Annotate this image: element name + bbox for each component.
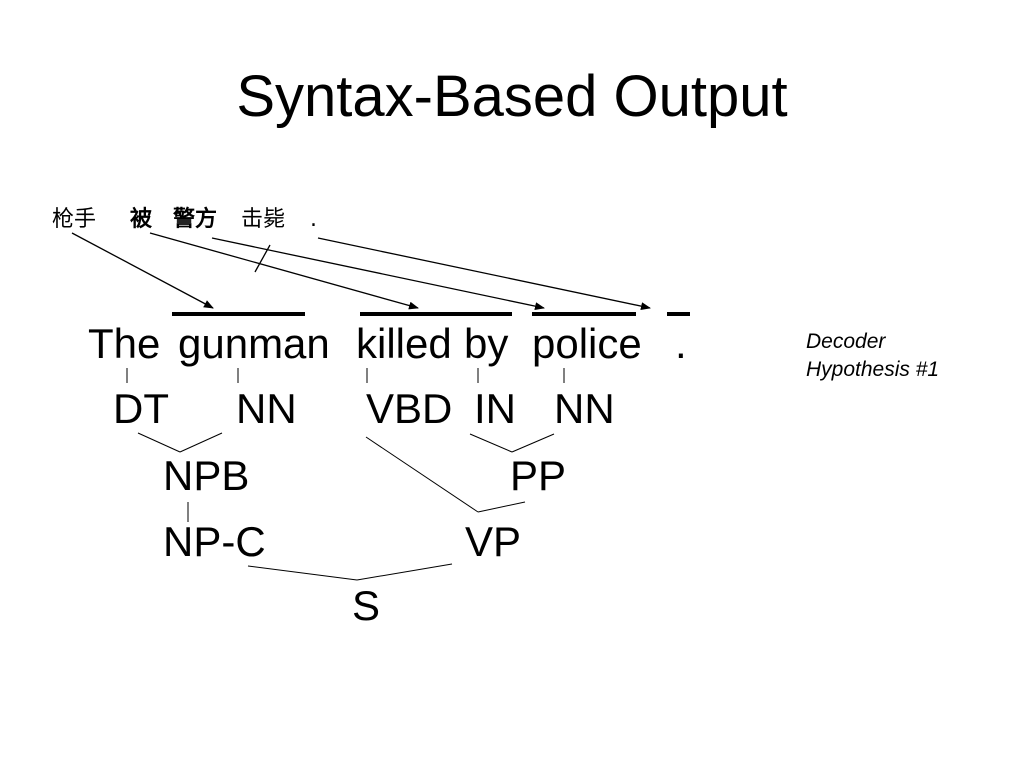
source-token: . [310, 207, 317, 232]
phrase-node-s: S [352, 582, 381, 629]
pos-tag: DT [113, 385, 169, 432]
alignment-crossing-tick [254, 244, 271, 273]
pos-tag: VBD [366, 385, 453, 432]
alignment-arrow-police [211, 237, 545, 311]
pos-tag: NN [554, 385, 615, 432]
phrase-node-npb: NPB [163, 452, 250, 499]
target-word: killed [356, 320, 452, 367]
alignment-arrow-period [317, 237, 651, 311]
note-line: Hypothesis #1 [806, 358, 940, 381]
alignment-arrow-killed [149, 232, 419, 310]
alignment-arrow-gunman [71, 232, 214, 309]
phrase-node-np-c: NP-C [163, 518, 266, 565]
target-word: The [88, 320, 161, 367]
phrase-node-vp: VP [465, 518, 522, 565]
pos-tag: NN [236, 385, 297, 432]
target-word: gunman [178, 320, 330, 367]
phrase-node-pp: PP [510, 452, 567, 499]
slide-title: Syntax-Based Output [236, 64, 788, 129]
tree-edges [126, 368, 565, 581]
target-word: by [464, 320, 509, 367]
source-token: 被 [130, 207, 153, 232]
source-token: 击毙 [241, 207, 286, 232]
note-line: Decoder [806, 330, 886, 353]
target-word: police [532, 320, 642, 367]
source-token: 警方 [173, 207, 218, 232]
target-word: . [675, 320, 687, 367]
pos-tag: IN [474, 385, 516, 432]
alignment-arrows [71, 232, 651, 311]
source-token: 枪手 [52, 207, 97, 232]
decoder-hypothesis-note: Decoder Hypothesis #1 [806, 328, 939, 384]
